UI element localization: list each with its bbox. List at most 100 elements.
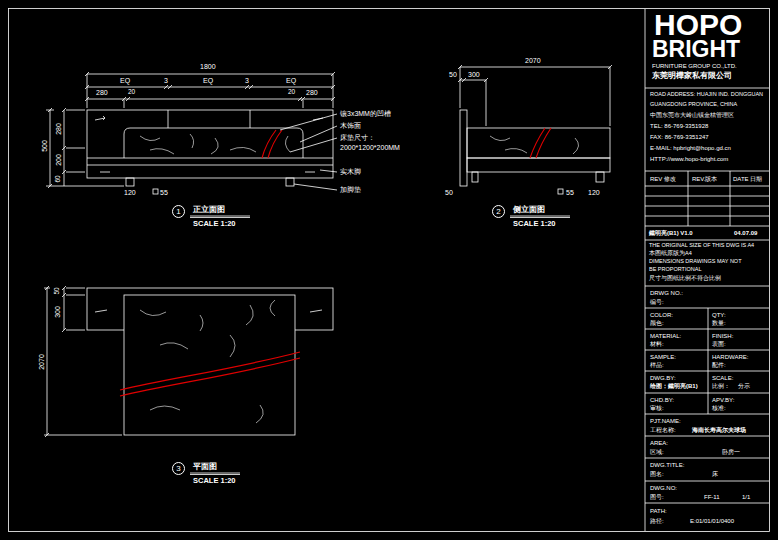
note: 实木脚 xyxy=(340,168,361,175)
dimension: 3 xyxy=(245,77,249,84)
table-cell: COLOR: xyxy=(650,312,673,318)
table-cell: 编号: xyxy=(650,299,664,305)
dimension: EQ xyxy=(286,77,296,84)
table-cell: 审核: xyxy=(650,405,664,411)
logo-text: HOPO xyxy=(654,10,742,40)
table-cell: 分示 xyxy=(738,383,750,389)
dimension: 50 xyxy=(449,71,457,78)
dimension: 280 xyxy=(306,89,318,96)
table-cell: DWG.BY: xyxy=(650,375,676,381)
dimension: 500 xyxy=(41,140,48,152)
company-name: 东莞明樺家私有限公司 xyxy=(652,72,732,80)
contact: FAX: 86-769-3351247 xyxy=(650,134,709,140)
table-cell: SCALE: xyxy=(712,375,733,381)
table-cell: PJT.NAME: xyxy=(650,418,681,424)
address: ROAD ADDRESS: HUAJIN IND. DONGGUAN xyxy=(650,92,763,98)
table-cell: 数量: xyxy=(712,320,726,326)
view-scale: SCALE 1:20 xyxy=(513,220,556,228)
note: THE ORIGINAL SIZE OF THIS DWG IS A4 xyxy=(649,243,754,249)
dimension: 280 xyxy=(96,89,108,96)
view-number: 3 xyxy=(176,465,180,473)
table-cell: SAMPLE: xyxy=(650,354,676,360)
table-cell: 路径: xyxy=(650,518,664,524)
table-cell: E:01/01/01/0400 xyxy=(690,518,734,524)
note: 镶3x3MM的凹槽 xyxy=(340,110,391,117)
note: BE PROPORTIONAL xyxy=(649,267,701,273)
view-number-circle: 3 xyxy=(172,462,185,475)
view-scale: SCALE 1:20 xyxy=(193,477,236,485)
address: 中国东莞市大岭山镇金桔管理区 xyxy=(650,112,734,118)
dimension: 120 xyxy=(588,189,600,196)
dimension: 20 xyxy=(128,89,135,96)
address: GUANGDONG PROVINCE, CHINA xyxy=(650,102,737,108)
note: 本图纸原版为A4 xyxy=(649,251,692,257)
table-cell: 颜色: xyxy=(650,320,664,326)
company-name: FURNITURE GROUP CO.,LTD. xyxy=(652,63,737,69)
table-cell: 海南长寿高尔夫球场 xyxy=(692,427,746,433)
table-cell: 核准: xyxy=(712,405,726,411)
dimension: 300 xyxy=(468,71,480,78)
dimension: 2070 xyxy=(525,57,541,64)
contact: HTTP://www.hopo-bright.com xyxy=(650,156,728,162)
table-cell: FINISH: xyxy=(712,333,733,339)
note: 床垫尺寸： xyxy=(340,134,375,141)
table-cell: DWG.NO: xyxy=(650,485,677,491)
note: 尺寸与图纸比例不符合比例 xyxy=(649,276,721,282)
note: DIMENSIONS DRAWINGS MAY NOT xyxy=(649,259,742,265)
dimension: 2070 xyxy=(38,354,45,370)
table-cell: PATH: xyxy=(650,508,667,514)
dimension: 3 xyxy=(164,77,168,84)
view-number-circle: 1 xyxy=(172,205,185,218)
table-cell: QTY: xyxy=(712,312,726,318)
table-cell: CHD.BY: xyxy=(650,397,674,403)
table-cell: DWG.TITLE: xyxy=(650,462,684,468)
table-cell: 工程名称: xyxy=(650,427,676,433)
dimension: 300 xyxy=(54,306,61,318)
dimension: 55 xyxy=(160,189,168,196)
table-cell: 图号: xyxy=(650,494,664,500)
view-title: 正立面图 xyxy=(193,206,225,214)
view-title: 侧立面图 xyxy=(513,206,545,214)
note: 2000*1200*200MM xyxy=(340,144,400,151)
table-cell: 表面: xyxy=(712,341,726,347)
table-cell: DRWG NO.: xyxy=(650,290,683,296)
contact: TEL: 86-769-3351928 xyxy=(650,123,708,129)
view-number: 2 xyxy=(496,208,500,216)
table-cell: 卧房一 xyxy=(722,449,740,455)
dimension: 280 xyxy=(55,123,62,135)
view-number-circle: 2 xyxy=(492,205,505,218)
dimension: 50 xyxy=(54,287,61,294)
dimension: 120 xyxy=(124,189,136,196)
table-cell: 1/1 xyxy=(742,494,750,500)
contact: E-MAIL: hpbright@hopo.gd.cn xyxy=(650,145,731,151)
table-cell: FF-11 xyxy=(704,494,720,500)
table-cell: 区域: xyxy=(650,449,664,455)
view-title: 平面图 xyxy=(193,463,217,471)
table-cell: 床 xyxy=(712,471,718,477)
dimension: EQ xyxy=(203,77,213,84)
table-cell: REV 修改 xyxy=(650,176,676,182)
view-scale: SCALE 1:20 xyxy=(193,220,236,228)
dimension: 50 xyxy=(445,189,453,196)
table-cell: DATE 日期 xyxy=(733,176,762,182)
view-number: 1 xyxy=(176,208,180,216)
table-cell: REV.版本 xyxy=(692,176,717,182)
table-cell: APV.BY: xyxy=(712,397,734,403)
dimension: EQ xyxy=(120,77,130,84)
table-cell: 鐵明亮(B1) V1.0 xyxy=(649,230,693,236)
table-cell: 配件: xyxy=(712,362,726,368)
table-cell: 比例： xyxy=(712,383,730,389)
dimension: 60 xyxy=(55,175,62,182)
dimension: 200 xyxy=(55,154,62,166)
table-cell: 绘图：鐵明亮(B1) xyxy=(650,383,698,389)
table-cell: 图名: xyxy=(650,471,664,477)
dimension: 55 xyxy=(566,189,574,196)
table-cell: 04.07.09 xyxy=(734,230,757,236)
dimension: 20 xyxy=(288,89,295,96)
logo-text: BRIGHT xyxy=(652,38,740,61)
table-cell: HARDWARE: xyxy=(712,354,748,360)
table-cell: 材料: xyxy=(650,341,664,347)
table-cell: 样品: xyxy=(650,362,664,368)
note: 木饰面 xyxy=(340,122,361,129)
